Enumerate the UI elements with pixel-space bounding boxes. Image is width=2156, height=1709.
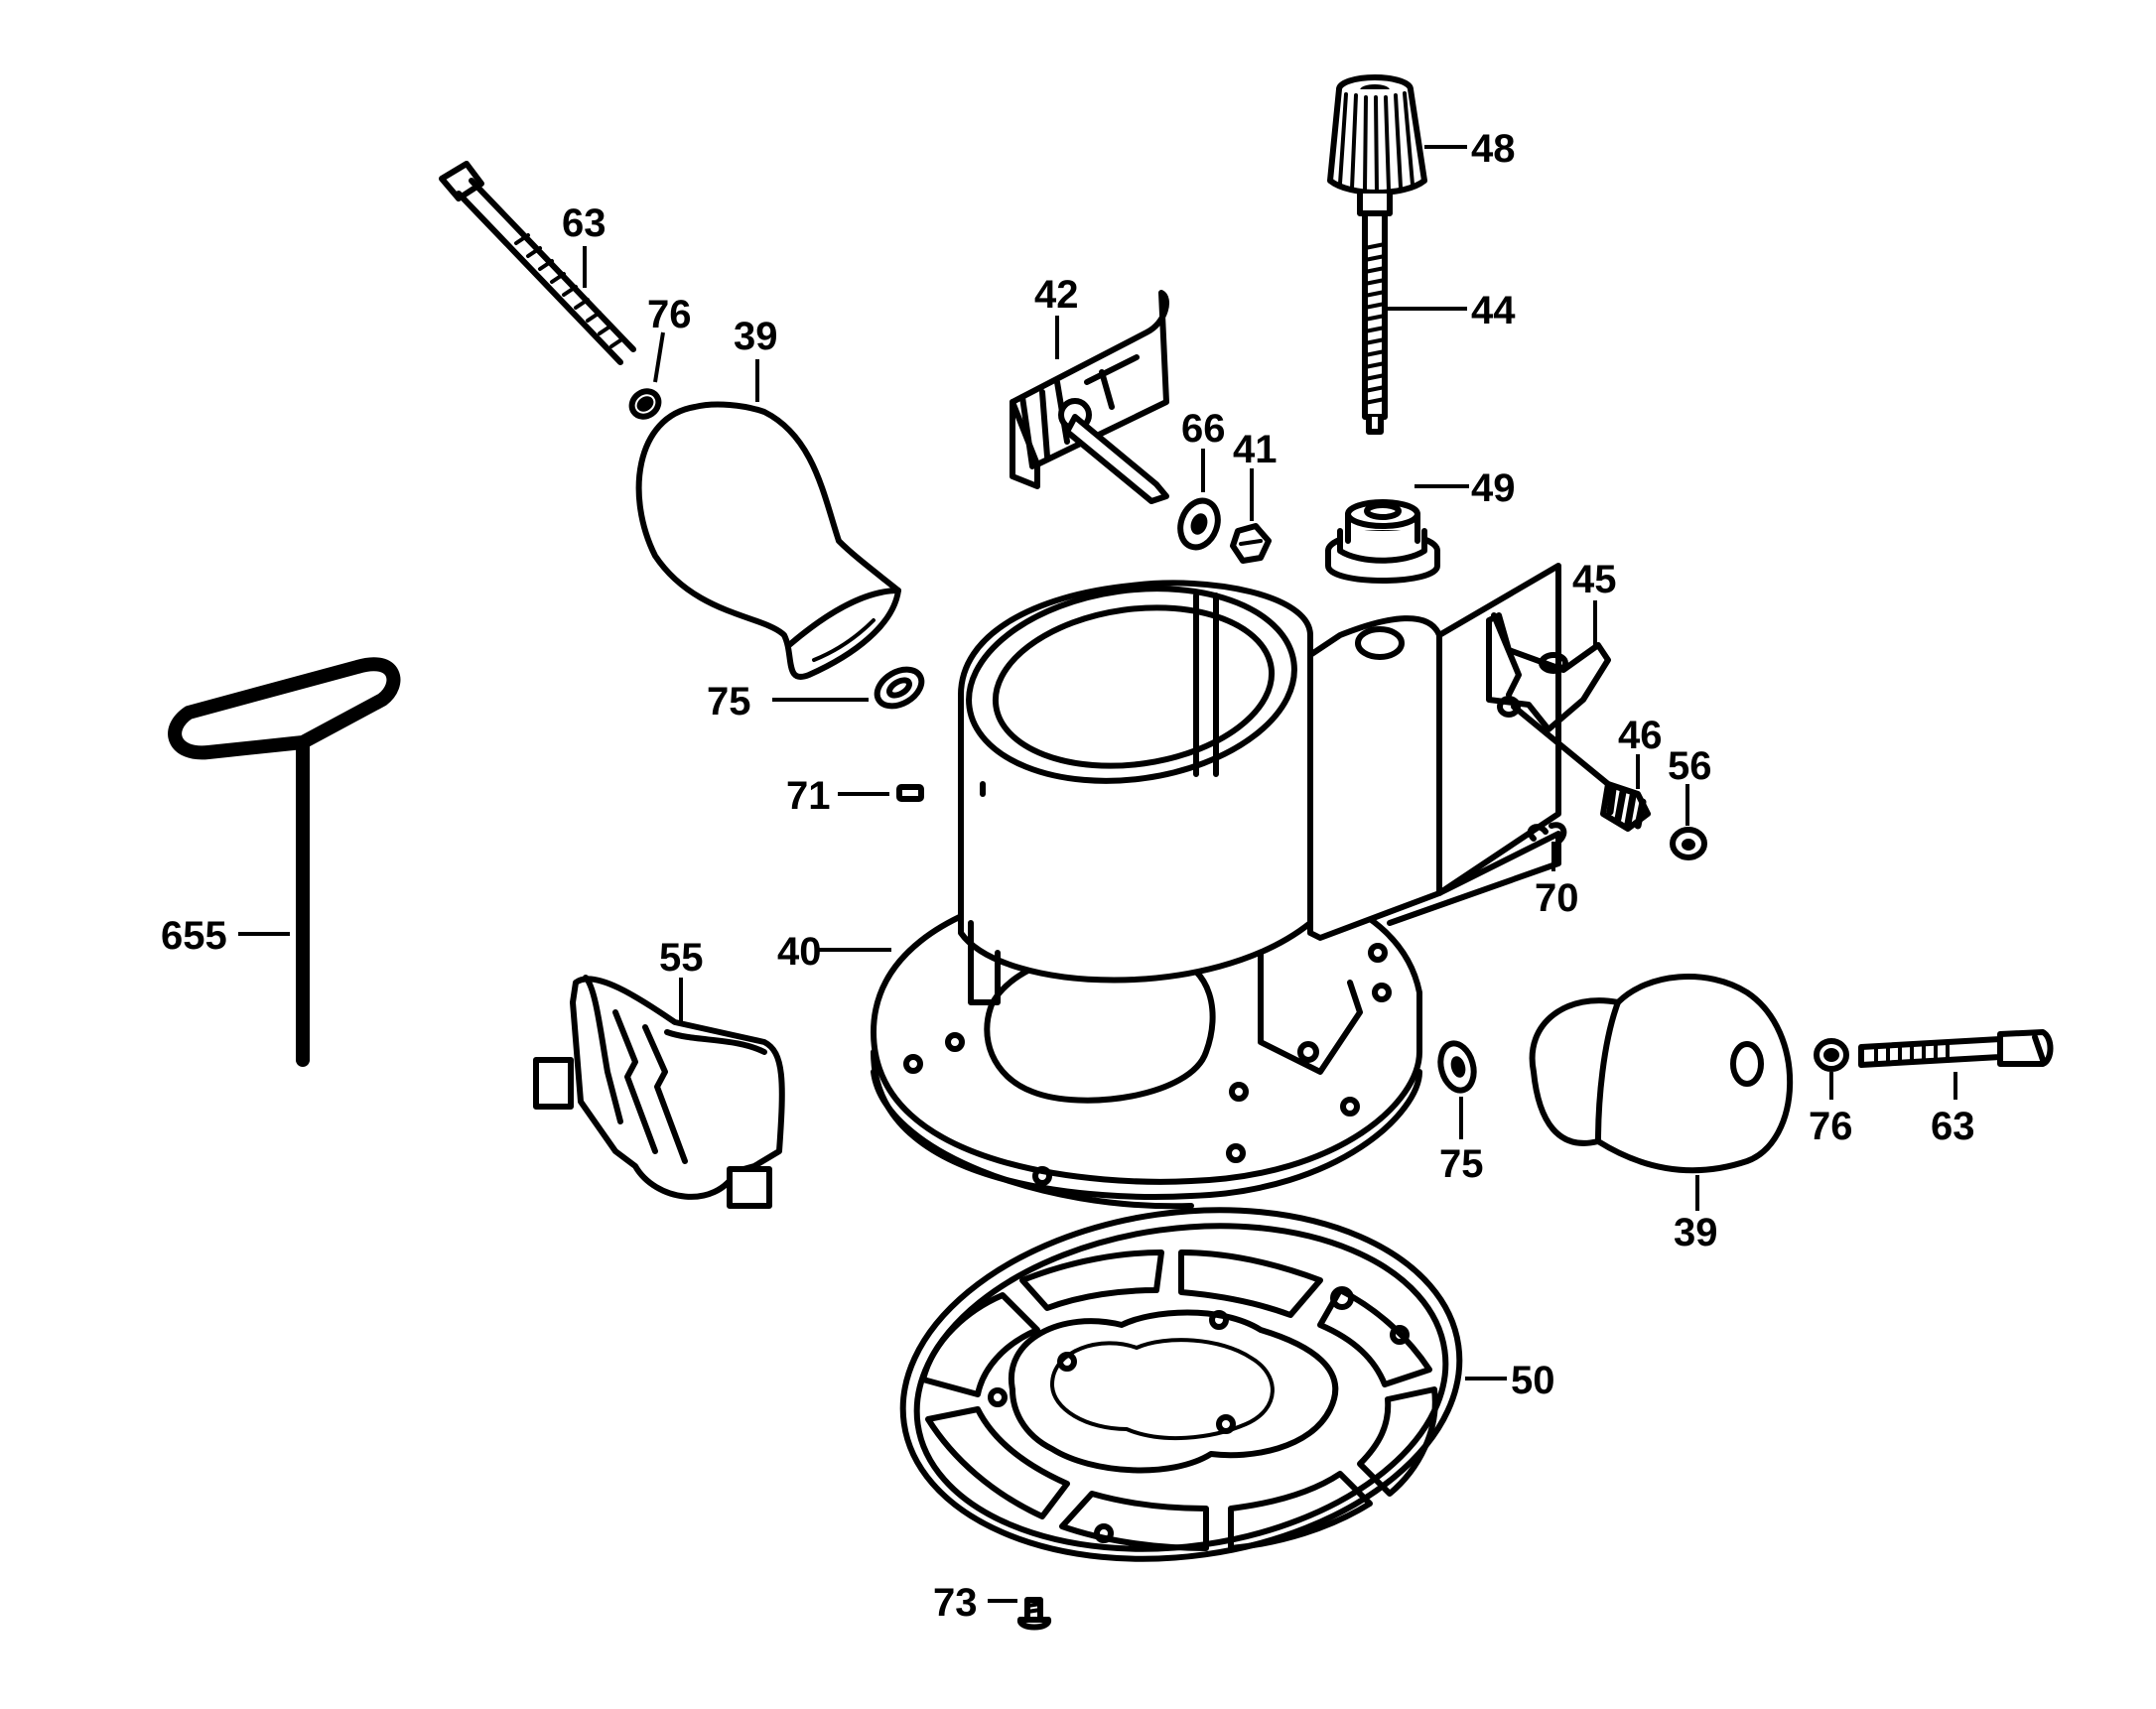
label-44: 44 [1471, 289, 1516, 332]
label-50: 50 [1511, 1359, 1555, 1402]
part-42-clamp-lever [1010, 290, 1169, 504]
part-55-chip-shield [533, 975, 785, 1209]
part-76-washer-bottom-right [1814, 1038, 1849, 1072]
label-55: 55 [659, 936, 704, 980]
part-39-handle-knob-top [635, 401, 901, 680]
part-45-bracket [1486, 612, 1611, 732]
part-49-collar-nut [1325, 499, 1440, 584]
label-75-bottom: 75 [1439, 1142, 1484, 1186]
part-76-washer-top-left [628, 388, 662, 420]
part-655-hex-wrench [168, 657, 401, 1067]
part-50-base-plate [899, 1207, 1463, 1562]
part-40-router-base [871, 563, 1561, 1210]
label-66: 66 [1181, 407, 1226, 451]
part-48-adjustment-knob [1327, 74, 1427, 216]
label-63-bottom: 63 [1931, 1105, 1975, 1148]
label-42: 42 [1034, 273, 1079, 317]
part-39-handle-knob-bottom [1529, 974, 1794, 1174]
part-41-nut [1230, 523, 1272, 564]
label-63-top: 63 [562, 201, 606, 245]
label-39-bottom: 39 [1674, 1211, 1718, 1254]
label-49: 49 [1471, 466, 1516, 510]
label-73: 73 [933, 1581, 978, 1625]
label-76-bottom: 76 [1809, 1105, 1853, 1148]
part-71-pin [896, 784, 924, 802]
part-73-screw [1017, 1597, 1051, 1631]
part-63-screw-top-left [439, 161, 636, 365]
label-41: 41 [1233, 428, 1278, 471]
part-44-threaded-rod [1362, 210, 1388, 435]
label-56: 56 [1668, 744, 1712, 788]
label-46: 46 [1618, 714, 1663, 757]
part-56-set-screw [1670, 827, 1707, 860]
part-66-washer [1177, 497, 1221, 551]
label-76-top: 76 [647, 293, 692, 336]
label-71: 71 [786, 774, 831, 818]
label-39-top: 39 [734, 315, 778, 358]
label-70: 70 [1535, 876, 1579, 920]
part-75-washer-bottom [1437, 1040, 1477, 1094]
label-655: 655 [161, 914, 227, 958]
label-40: 40 [777, 930, 822, 974]
part-63-screw-bottom-right [1858, 1029, 2054, 1068]
label-45: 45 [1572, 558, 1617, 601]
part-75-washer-top [874, 666, 925, 710]
label-75-top: 75 [707, 680, 751, 723]
label-48: 48 [1471, 127, 1516, 171]
